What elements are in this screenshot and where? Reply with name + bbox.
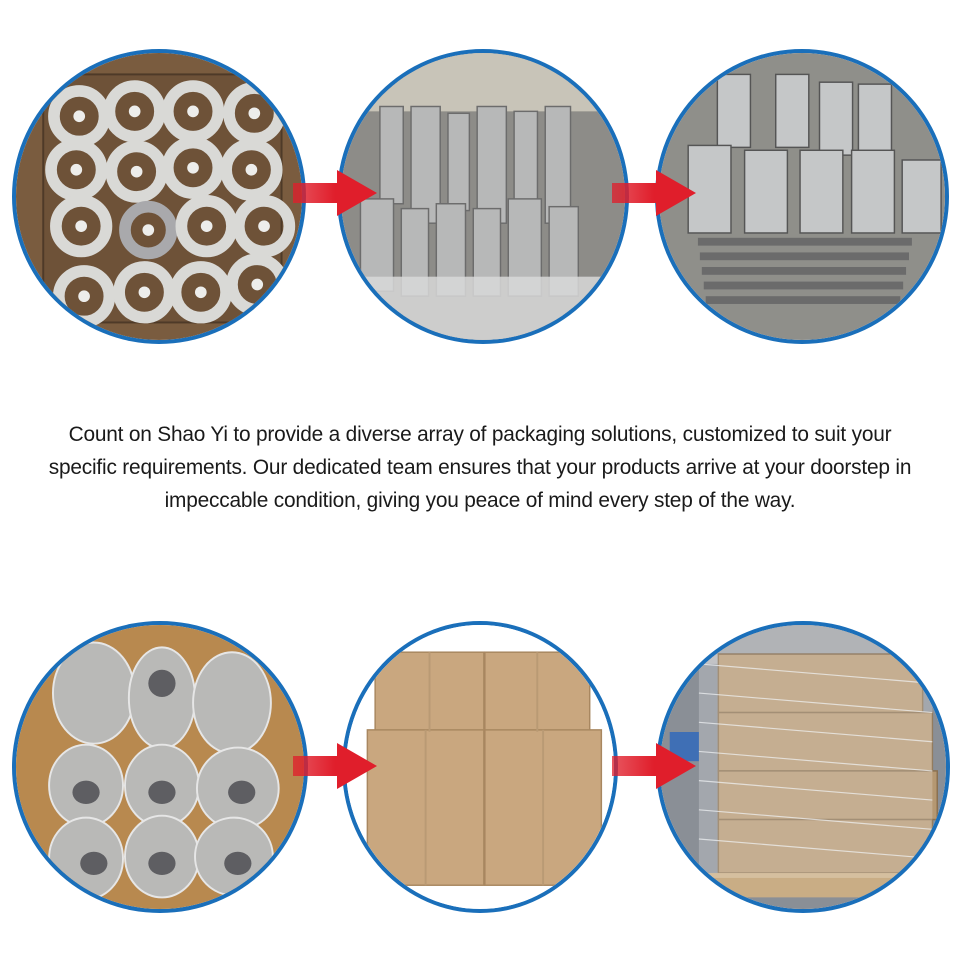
photo-steel-shafts-wrapped xyxy=(337,49,629,344)
right-arrow-icon xyxy=(293,743,377,789)
right-arrow-icon xyxy=(293,170,377,216)
right-arrow-icon xyxy=(612,170,696,216)
packaging-description: Count on Shao Yi to provide a diverse ar… xyxy=(48,422,912,512)
right-arrow-icon xyxy=(612,743,696,789)
photo-wrapped-pallet xyxy=(656,621,950,913)
photo-shafts-stacked-layers xyxy=(655,49,949,344)
photo-bubble-wrapped-parts xyxy=(12,621,308,913)
photo-aluminum-parts-box xyxy=(12,49,306,344)
photo-cardboard-boxes xyxy=(342,621,618,913)
